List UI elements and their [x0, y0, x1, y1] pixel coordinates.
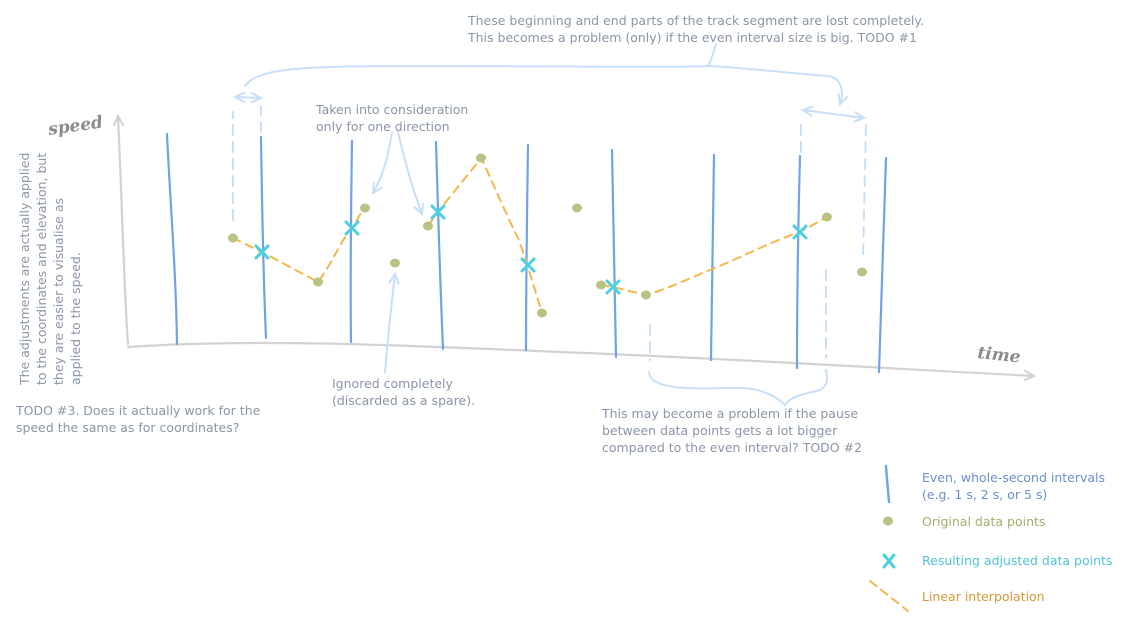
todo3-note: TODO #3. Does it actually work for the s…: [16, 403, 261, 435]
pause-note: This may become a problem if the pause b…: [602, 406, 863, 455]
original-data-point: [572, 203, 582, 213]
one-direction-note: Taken into consideration only for one di…: [316, 102, 469, 134]
one-direction-arrow: [397, 131, 422, 214]
original-data-point: [822, 212, 832, 222]
adjusted-data-point: [792, 224, 808, 240]
original-data-point: [390, 258, 400, 268]
adjusted-points: [254, 204, 808, 295]
x-axis: [126, 341, 1034, 376]
original-data-point: [423, 221, 433, 231]
segment-start-span-arrow: [235, 97, 261, 98]
one-direction-arrow: [373, 131, 393, 193]
adjusted-data-point: [520, 257, 536, 273]
segment-lost-note: These beginning and end parts of the tra…: [468, 13, 924, 45]
legend-adjusted-label: Resulting adjusted data points: [922, 553, 1113, 568]
interval-line: [165, 132, 179, 346]
legend-icons: [869, 464, 909, 612]
original-data-point: [313, 277, 323, 287]
legend-intervals-label: Even, whole-second intervals (e.g. 1 s, …: [922, 470, 1106, 502]
segment-end-marker: [862, 124, 867, 259]
segment-lost-bracket-tick: [707, 43, 717, 67]
interval-line: [434, 140, 445, 351]
interval-legend-icon: [884, 464, 891, 504]
x-axis-label: time: [976, 343, 1021, 367]
pause-bracket: [648, 369, 829, 407]
interval-line: [877, 156, 888, 374]
original-points: [228, 153, 867, 318]
adjustments-note: The adjustments are actually applied to …: [17, 152, 83, 385]
adjusted-data-point: [605, 279, 621, 295]
original-data-point: [537, 308, 547, 318]
interpolation-legend-icon: [869, 580, 909, 612]
ignored-note: Ignored completely (discarded as a spare…: [332, 376, 476, 408]
annotations: [232, 43, 867, 407]
original-data-point: [857, 267, 867, 277]
adjusted-data-point: [254, 244, 270, 260]
interval-line: [795, 154, 802, 370]
adjusted-data-point: [430, 204, 446, 220]
interval-line: [349, 139, 354, 344]
interval-line: [524, 143, 530, 352]
original-data-point: [641, 290, 651, 300]
original-data-point: [360, 203, 370, 213]
y-axis-label: speed: [46, 112, 104, 140]
y-axis: [118, 116, 130, 346]
axes: speed time: [46, 112, 1034, 376]
original-data-point: [596, 280, 606, 290]
segment-lost-bracket: [244, 64, 842, 104]
interpolation-line: [232, 156, 828, 314]
adjusted-data-point: [344, 220, 360, 236]
legend-original-label: Original data points: [922, 514, 1046, 529]
interval-line: [709, 153, 716, 362]
original-legend-icon: [883, 516, 893, 526]
legend-interpolation-label: Linear interpolation: [922, 589, 1045, 604]
interval-line: [259, 135, 268, 340]
original-data-point: [228, 233, 238, 243]
segment-end-span-arrow: [803, 110, 864, 118]
interval-lines: [165, 132, 888, 374]
adjusted-legend-icon: [882, 553, 896, 569]
interval-line: [610, 148, 618, 359]
ignored-arrow: [384, 274, 395, 373]
original-data-point: [476, 153, 486, 163]
